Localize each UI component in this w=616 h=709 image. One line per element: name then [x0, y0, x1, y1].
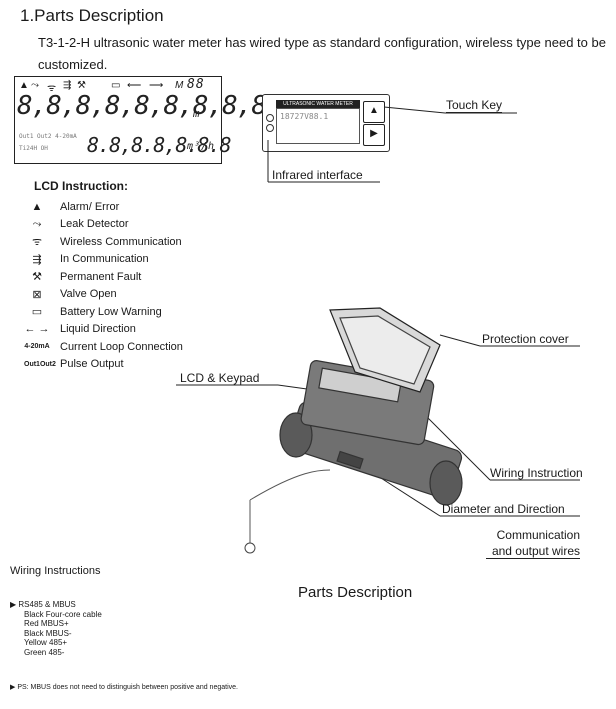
legend-label: Wireless Communication	[60, 235, 182, 248]
communication-icon: ⇶	[32, 253, 42, 266]
wiring-block: ▶ RS485 & MBUS Black Four-core cable Red…	[10, 600, 102, 657]
legend-item: ⊠ Valve Open	[24, 286, 183, 304]
section-heading: 1.Parts Description	[20, 6, 164, 25]
lcd-digits-top: 88	[187, 77, 205, 92]
legend-label: Pulse Output	[60, 358, 124, 371]
meter-body	[279, 307, 463, 506]
touch-key-right[interactable]: ▶	[363, 124, 385, 146]
battery-icon: ▭	[31, 306, 43, 319]
wiring-note: ▶ PS: MBUS does not need to distinguish …	[10, 684, 238, 691]
legend-item: ⤳ Leak Detector	[24, 216, 183, 234]
wiring-line: Black Four-core cable	[24, 609, 102, 619]
legend-label: Liquid Direction	[60, 323, 136, 336]
wire-plug	[244, 542, 256, 554]
meter-face-header: ULTRASONIC WATER METER	[276, 100, 360, 108]
callout-infrared: Infrared interface	[272, 168, 363, 182]
right-arrow-icon: ⟶	[149, 80, 164, 91]
lcd-main-unit: m	[193, 107, 201, 120]
intro-text: T3-1-2-H ultrasonic water meter has wire…	[38, 35, 606, 72]
legend-label: Leak Detector	[60, 218, 129, 231]
lcd-lower-unit: m³/h	[187, 141, 216, 152]
current-loop-icon: 4-20mA	[24, 343, 50, 351]
legend-item: ← → Liquid Direction	[24, 321, 183, 339]
lcd-lower-digits: 8.8,8.8,8.8.8	[87, 133, 232, 157]
legend-label: Permanent Fault	[60, 270, 142, 283]
communication-icon: ⇶	[63, 80, 72, 91]
wrench-icon: ⚒	[32, 271, 42, 284]
lcd-left-text-1: Out1 Out2 4-20mA	[19, 133, 77, 140]
direction-arrows-icon: ← →	[24, 323, 50, 336]
legend-label: Battery Low Warning	[60, 305, 162, 318]
bullet-icon: ▶	[10, 684, 18, 691]
lcd-left-text-2: Ti24H OH	[19, 145, 48, 152]
lcd-instruction-title: LCD Instruction:	[34, 179, 128, 193]
left-arrow-icon: ⟵	[127, 80, 142, 91]
callout-touch-key: Touch Key	[446, 98, 503, 113]
infrared-port-icon	[266, 114, 274, 122]
battery-icon: ▭	[111, 80, 121, 91]
wiring-line: Black MBUS-	[24, 628, 72, 638]
callout-lcd-keypad: LCD & Keypad	[180, 371, 260, 385]
wire-cable	[249, 469, 331, 501]
legend-label: Valve Open	[60, 288, 117, 301]
pulse-output-icon: Out1Out2	[24, 360, 56, 368]
legend-item: Out1Out2 Pulse Output	[24, 356, 183, 374]
lcd-unit-top: M	[175, 80, 184, 91]
wiring-line: Yellow 485+	[24, 638, 68, 647]
meter-face-screen: 18727V88.1	[276, 108, 360, 144]
callout-output-wires: and output wires	[486, 544, 580, 559]
callout-wiring-instruction: Wiring Instruction	[490, 466, 583, 480]
callout-communication: Communication	[496, 528, 580, 542]
touch-key-up[interactable]: ▲	[363, 101, 385, 123]
bullet-icon: ▶	[10, 600, 19, 609]
leak-detector-icon: ⤳	[31, 80, 39, 91]
legend-label: In Communication	[60, 253, 149, 266]
legend-item: ⚒ Permanent Fault	[24, 268, 183, 286]
meter-face-diagram: ULTRASONIC WATER METER 18727V88.1 ▲ ▶	[262, 94, 390, 152]
leak-detector-icon: ⤳	[32, 217, 42, 230]
callout-protection-cover: Protection cover	[482, 332, 569, 346]
legend-label: Alarm/ Error	[60, 200, 120, 213]
legend-item: 4-20mA Current Loop Connection	[24, 338, 183, 356]
lcd-display: ▲ ⤳ ᯤ ⇶ ⚒ ▭ ⟵ ⟶ M 88 8,8,8,8,8,8,8,8,8 m…	[14, 76, 267, 164]
lcd-instruction-list: ▲ Alarm/ Error ⤳ Leak Detector ᯤ Wireles…	[24, 198, 183, 373]
wrench-icon: ⚒	[77, 80, 86, 91]
wireless-icon: ᯤ	[31, 236, 43, 249]
callout-diameter-direction: Diameter and Direction	[442, 502, 565, 516]
legend-item: ᯤ Wireless Communication	[24, 233, 183, 251]
wireless-icon: ᯤ	[47, 83, 57, 94]
wiring-heading: ▶ RS485 & MBUS	[10, 600, 76, 609]
wiring-title: Wiring Instructions	[10, 565, 101, 577]
wiring-line: Red MBUS+	[24, 619, 69, 628]
lcd-main-digits: 8,8,8,8,8,8,8,8,8	[17, 91, 267, 121]
legend-item: ▲ Alarm/ Error	[24, 198, 183, 216]
legend-item: ▭ Battery Low Warning	[24, 303, 183, 321]
valve-icon: ⊠	[32, 288, 42, 301]
alarm-icon: ▲	[19, 80, 29, 91]
infrared-port-icon	[266, 124, 274, 132]
parts-description-title: Parts Description	[298, 584, 413, 601]
legend-label: Current Loop Connection	[60, 340, 183, 353]
legend-item: ⇶ In Communication	[24, 251, 183, 269]
wiring-line: Green 485-	[24, 647, 65, 657]
alarm-icon: ▲	[31, 200, 43, 213]
